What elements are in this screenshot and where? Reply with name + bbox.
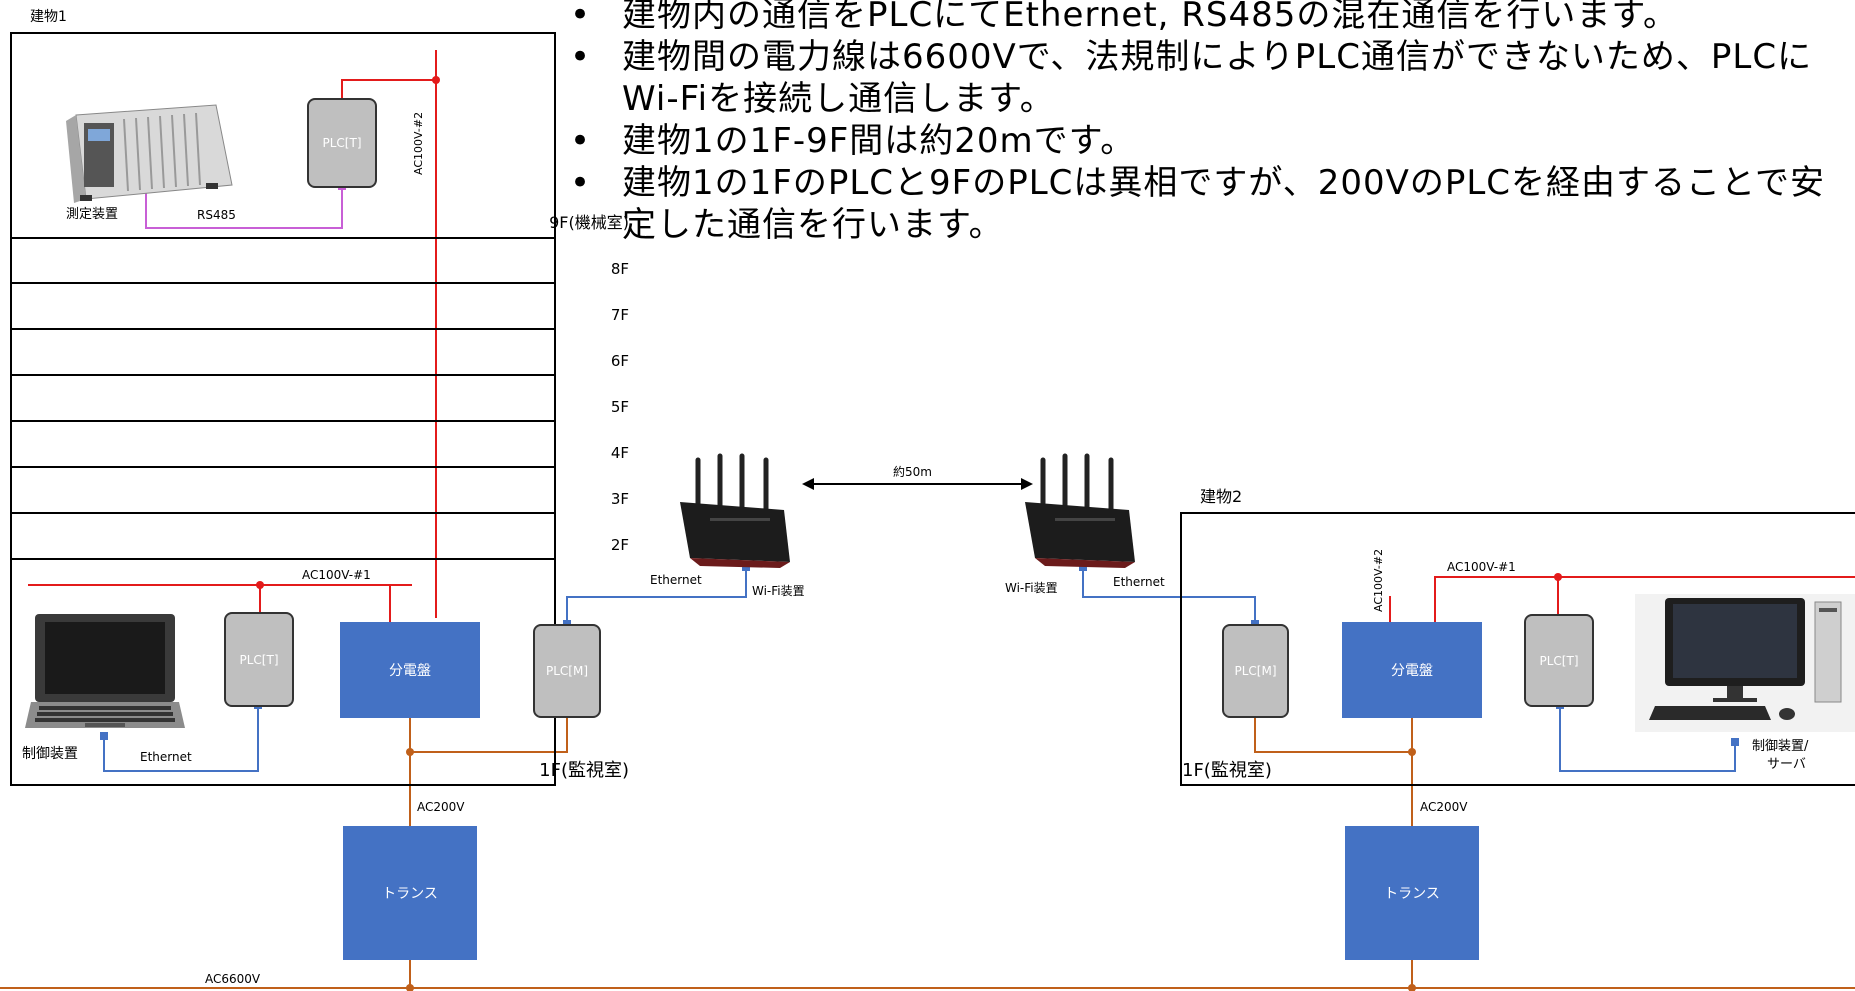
b1-rs485-line xyxy=(145,180,343,229)
rs485-label: RS485 xyxy=(197,208,236,222)
floor-separator-4f xyxy=(10,466,554,468)
b1-distribution-panel: 分電盤 xyxy=(340,622,480,718)
b1-eth-port-left xyxy=(100,732,108,740)
floor-label-5f: 5F xyxy=(610,398,629,416)
b2-control-server-label-1: 制御装置/ xyxy=(1752,739,1809,754)
building1-frame xyxy=(10,32,556,786)
floor-label-1f: 1F(監視室) xyxy=(539,760,629,781)
arrow-head-left xyxy=(802,478,814,490)
b1-panel-power xyxy=(389,584,412,622)
wifi-right-label: Wi-Fi装置 xyxy=(1005,581,1058,595)
bullet-item: 建物1の1FのPLCと9FのPLCは異相ですが、200VのPLCを経由することで… xyxy=(570,162,1855,246)
measure-device-label: 測定装置 xyxy=(66,207,119,222)
b2-wifi-ethernet-label: Ethernet xyxy=(1113,575,1165,589)
floor-label-6f: 6F xyxy=(610,352,629,370)
ac6600v-label: AC6600V xyxy=(205,972,261,986)
b1-plc-t-1f: PLC[T] xyxy=(224,612,294,707)
bullet-item: 建物内の通信をPLCにてEthernet, RS485の混在通信を行います。 xyxy=(570,0,1855,36)
b2-ethernet-line xyxy=(1559,705,1736,772)
b2-ac100v-1-label: AC100V-#1 xyxy=(1447,560,1516,574)
b1-plcm-wifi-ethernet xyxy=(566,567,747,624)
floor-separator-9f xyxy=(10,237,554,239)
floor-separator-5f xyxy=(10,420,554,422)
b2-distribution-panel: 分電盤 xyxy=(1342,622,1482,718)
floor-separator-2f xyxy=(10,558,554,560)
b2-plc-m: PLC[M] xyxy=(1222,624,1289,718)
b2-ac200v-label: AC200V xyxy=(1420,800,1468,814)
b1-200v-bus xyxy=(410,718,568,753)
wifi-right-eth-port xyxy=(1079,563,1087,571)
floor-separator-7f xyxy=(10,328,554,330)
wifi-router-icon xyxy=(1025,453,1135,568)
building1-title: 建物1 xyxy=(30,9,67,25)
laptop-icon xyxy=(25,614,185,728)
building2-title: 建物2 xyxy=(1200,487,1243,506)
b2-200v-bus xyxy=(1254,718,1412,753)
b1-junction-200v xyxy=(406,748,414,756)
floor-separator-3f xyxy=(10,512,554,514)
b2-ac100v-1-line xyxy=(1434,576,1855,622)
b2-eth-port-right xyxy=(1731,738,1739,746)
b1-ac100v-1-label: AC100V-#1 xyxy=(302,568,371,582)
b1-junction-6600v xyxy=(406,984,414,991)
description-bullets: 建物内の通信をPLCにてEthernet, RS485の混在通信を行います。 建… xyxy=(570,0,1855,246)
b1-ethernet-label: Ethernet xyxy=(140,750,192,764)
floor-label-7f: 7F xyxy=(610,306,629,324)
measurement-instrument-icon xyxy=(66,104,233,203)
b1-wifi-ethernet-label: Ethernet xyxy=(650,573,702,587)
b1-transformer: トランス xyxy=(343,826,477,960)
bullet-item: 建物間の電力線は6600Vで、法規制によりPLC通信ができないため、PLCにWi… xyxy=(570,36,1855,120)
b2-floor-label: 1F(監視室) xyxy=(1182,760,1272,781)
b2-control-server-label-2: サーバ xyxy=(1767,757,1806,772)
floor-label-3f: 3F xyxy=(610,490,629,508)
floor-separator-8f xyxy=(10,282,554,284)
b2-wifi-plcm-ethernet xyxy=(1082,567,1256,624)
b2-plc-t: PLC[T] xyxy=(1524,614,1594,707)
b2-transformer: トランス xyxy=(1345,826,1479,960)
b1-plc-t-9f: PLC[T] xyxy=(307,98,377,188)
b1-junction-top xyxy=(432,76,440,84)
floor-label-8f: 8F xyxy=(610,260,629,278)
b2-ac100v-2-label: AC100V-#2 xyxy=(1372,548,1385,612)
distance-label: 約50m xyxy=(893,465,932,479)
b1-control-device-label: 制御装置 xyxy=(22,746,78,762)
b1-ethernet-line xyxy=(103,705,259,772)
building2-frame xyxy=(1180,512,1855,786)
floor-label-4f: 4F xyxy=(610,444,629,462)
b1-ac200v-label: AC200V xyxy=(417,800,465,814)
wifi-left-label: Wi-Fi装置 xyxy=(752,584,805,598)
b1-ac100v-2-label: AC100V-#2 xyxy=(412,111,425,175)
arrow-head-right xyxy=(1021,478,1033,490)
b1-top-plc-power xyxy=(341,79,436,98)
b2-junction-200v xyxy=(1408,748,1416,756)
floor-label-2f: 2F xyxy=(610,536,629,554)
b1-plc-m: PLC[M] xyxy=(533,624,601,718)
bullet-item: 建物1の1F-9F間は約20mです。 xyxy=(570,120,1855,162)
floor-separator-6f xyxy=(10,374,554,376)
desktop-pc-icon xyxy=(1635,594,1855,732)
b2-junction-6600v xyxy=(1408,984,1416,991)
wifi-router-icon xyxy=(680,453,790,568)
